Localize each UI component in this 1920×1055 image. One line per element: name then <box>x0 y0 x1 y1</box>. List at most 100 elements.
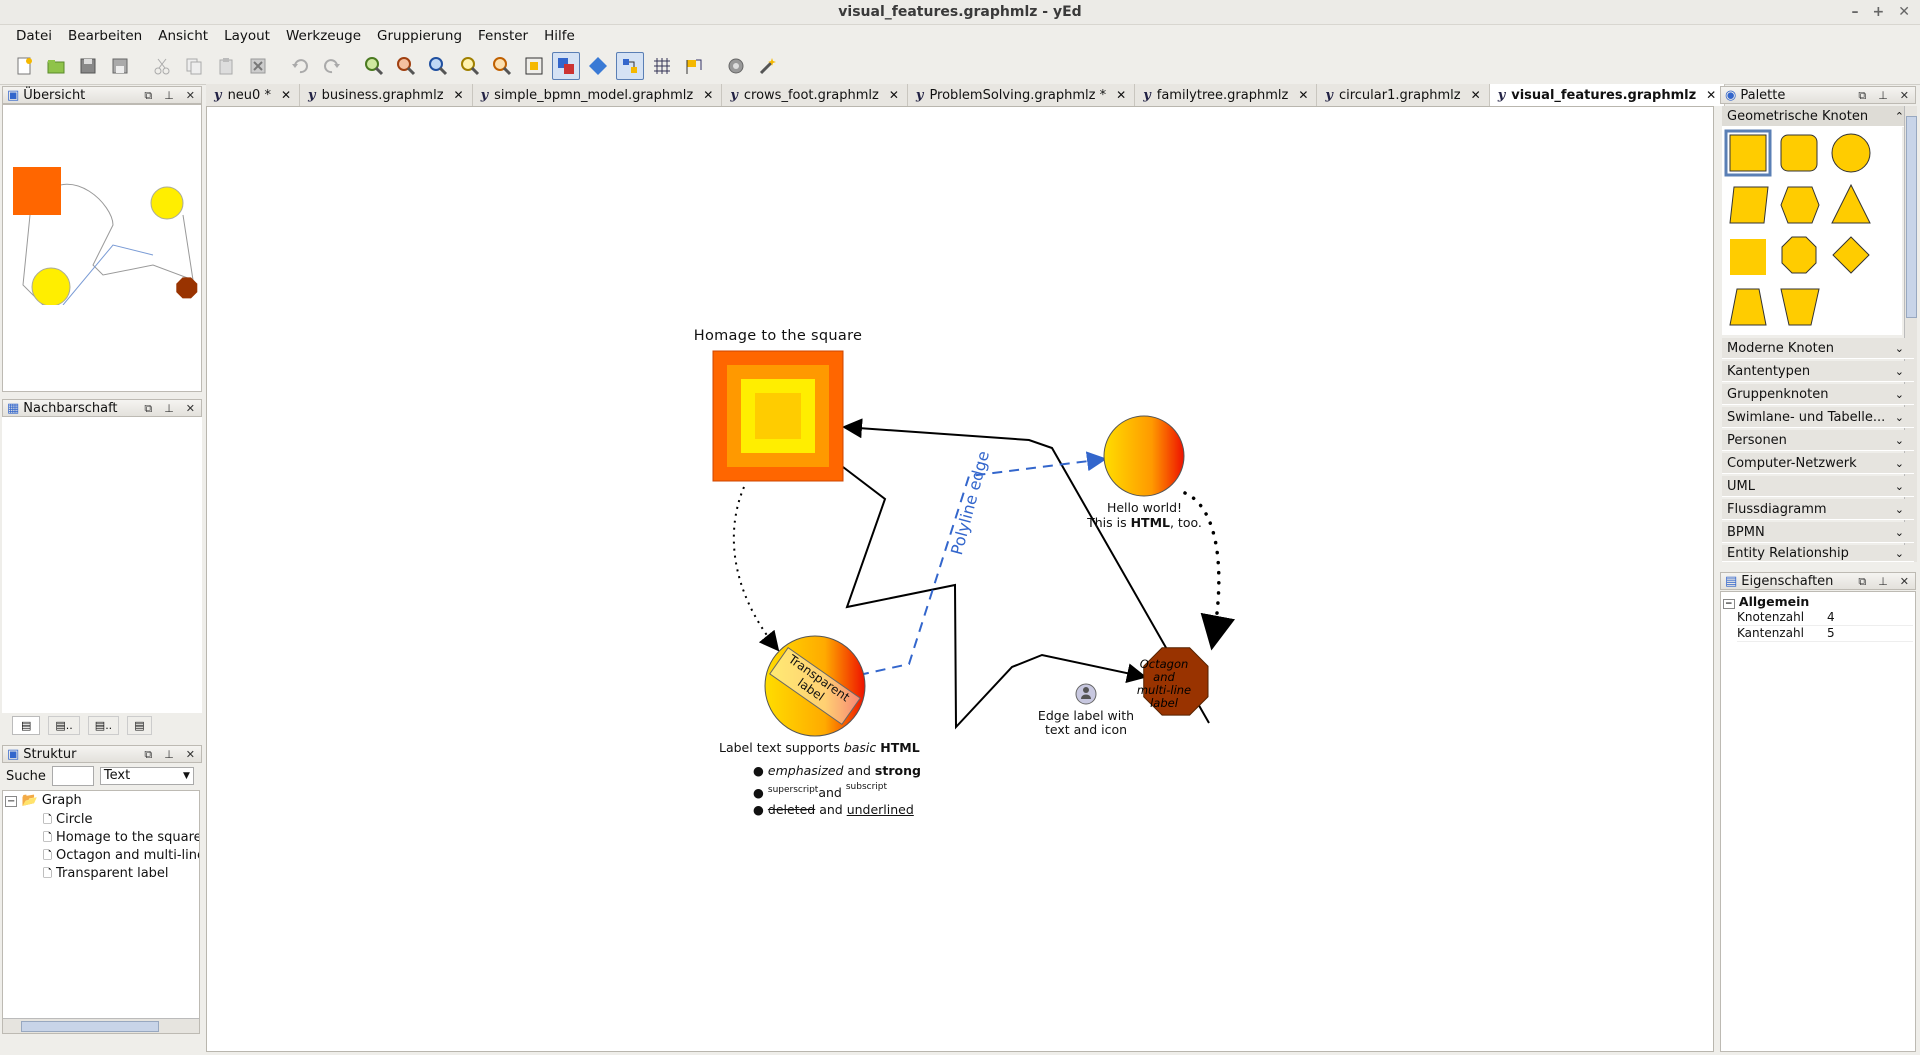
menu-ansicht[interactable]: Ansicht <box>158 28 209 44</box>
neighborhood-tab-icon[interactable]: ▤.. <box>48 715 80 735</box>
close-icon[interactable]: ✕ <box>1706 88 1717 102</box>
properties-group[interactable]: − Allgemein <box>1723 594 1809 609</box>
float-icon[interactable]: ⧉ <box>144 402 153 415</box>
float-icon[interactable]: ⧉ <box>1858 89 1867 102</box>
maximize-button[interactable]: + <box>1872 4 1885 20</box>
delete-icon[interactable] <box>244 52 272 80</box>
shape-rectangle[interactable] <box>1729 134 1767 172</box>
menu-datei[interactable]: Datei <box>16 28 53 44</box>
palette-section-10[interactable]: Entity Relationship⌄ <box>1722 545 1914 562</box>
palette-section-4[interactable]: Swimlane- und Tabelle...⌄ <box>1722 407 1914 428</box>
transparent-circle[interactable] <box>764 635 866 737</box>
neighborhood-tab-icon[interactable]: ▤ <box>12 715 41 735</box>
palette-section-2[interactable]: Kantentypen⌄ <box>1722 361 1914 382</box>
menu-layout[interactable]: Layout <box>224 28 270 44</box>
pin-icon[interactable]: ⊥ <box>164 402 174 415</box>
close-icon[interactable]: ✕ <box>888 88 899 102</box>
tree-item-homage[interactable]: 🗋 Homage to the square <box>43 829 199 848</box>
close-icon[interactable]: ✕ <box>1298 88 1309 102</box>
neighborhood-tab-icon[interactable]: ▤ <box>127 715 152 735</box>
zoom-in-icon[interactable] <box>360 52 388 80</box>
tree-root[interactable]: − 📂 Graph <box>5 793 82 808</box>
paste-icon[interactable] <box>212 52 240 80</box>
snap-icon[interactable] <box>616 52 644 80</box>
dotted-edge[interactable] <box>732 486 780 652</box>
overview-panel[interactable] <box>2 104 202 392</box>
collapse-icon[interactable]: − <box>1723 599 1735 609</box>
menu-bearbeiten[interactable]: Bearbeiten <box>68 28 143 44</box>
shape-trapezoid[interactable] <box>1729 288 1767 326</box>
polyline-edge[interactable] <box>858 451 1107 676</box>
menu-gruppierung[interactable]: Gruppierung <box>377 28 463 44</box>
shape-hexagon[interactable] <box>1780 186 1820 224</box>
close-icon[interactable]: ✕ <box>1899 89 1909 102</box>
scrollbar-thumb[interactable] <box>1906 116 1917 318</box>
flag-icon[interactable] <box>680 52 708 80</box>
fit-content-icon[interactable] <box>520 52 548 80</box>
close-icon[interactable]: ✕ <box>185 748 195 761</box>
menu-hilfe[interactable]: Hilfe <box>544 28 575 44</box>
cut-icon[interactable] <box>148 52 176 80</box>
save-as-icon[interactable] <box>106 52 134 80</box>
palette-section-3[interactable]: Gruppenknoten⌄ <box>1722 384 1914 405</box>
horizontal-scrollbar[interactable] <box>3 1018 199 1033</box>
zigzag-edge[interactable] <box>842 466 1147 730</box>
neighborhood-tab-icon[interactable]: ▤.. <box>87 715 120 735</box>
close-icon[interactable]: ✕ <box>453 88 464 102</box>
shape-diamond[interactable] <box>1832 236 1870 274</box>
shape-parallelogram[interactable] <box>1729 186 1769 224</box>
pin-icon[interactable]: ⊥ <box>1878 575 1888 588</box>
shape-rectangle-flat[interactable] <box>1730 239 1766 275</box>
palette-section-9[interactable]: BPMN⌄ <box>1722 522 1914 543</box>
zoom-original-icon[interactable] <box>456 52 484 80</box>
shape-triangle[interactable] <box>1831 183 1871 224</box>
close-icon[interactable]: ✕ <box>1116 88 1127 102</box>
close-window-button[interactable]: ✕ <box>1898 4 1910 20</box>
copy-icon[interactable] <box>180 52 208 80</box>
redo-icon[interactable] <box>318 52 346 80</box>
float-icon[interactable]: ⧉ <box>144 748 153 761</box>
scrollbar-thumb[interactable] <box>21 1021 159 1032</box>
float-icon[interactable]: ⧉ <box>144 89 153 102</box>
pin-icon[interactable]: ⊥ <box>164 89 174 102</box>
graph-canvas[interactable]: Homage to the square Hello world! This i… <box>206 106 1714 1052</box>
shape-rounded-rectangle[interactable] <box>1780 134 1818 172</box>
palette-section-8[interactable]: Flussdiagramm⌄ <box>1722 499 1914 520</box>
float-icon[interactable]: ⧉ <box>1858 575 1867 588</box>
palette-section-7[interactable]: UML⌄ <box>1722 476 1914 497</box>
grid-icon[interactable] <box>648 52 676 80</box>
filter-select[interactable]: Text ▼ <box>99 767 194 785</box>
shape-trapezoid-inverted[interactable] <box>1780 288 1820 326</box>
shape-ellipse[interactable] <box>1831 133 1871 173</box>
edit-mode-icon[interactable] <box>552 52 580 80</box>
minimize-button[interactable]: – <box>1851 4 1859 20</box>
open-icon[interactable] <box>42 52 70 80</box>
pin-icon[interactable]: ⊥ <box>1878 89 1888 102</box>
palette-section-5[interactable]: Personen⌄ <box>1722 430 1914 451</box>
diamond-icon[interactable] <box>584 52 612 80</box>
close-icon[interactable]: ✕ <box>185 402 195 415</box>
close-icon[interactable]: ✕ <box>1899 575 1909 588</box>
close-icon[interactable]: ✕ <box>280 88 292 102</box>
tree-item-circle[interactable]: 🗋 Circle <box>43 811 93 830</box>
shape-octagon[interactable] <box>1781 236 1817 274</box>
menu-werkzeuge[interactable]: Werkzeuge <box>285 28 362 44</box>
new-icon[interactable] <box>10 52 38 80</box>
zoom-out-icon[interactable] <box>392 52 420 80</box>
close-icon[interactable]: ✕ <box>185 89 195 102</box>
palette-section-1[interactable]: Moderne Knoten⌄ <box>1722 338 1914 359</box>
close-icon[interactable]: ✕ <box>703 88 714 102</box>
arrow-edge[interactable] <box>842 418 1210 724</box>
search-input[interactable] <box>51 766 94 786</box>
save-icon[interactable] <box>74 52 102 80</box>
structure-tree[interactable]: − 📂 Graph 🗋 Circle 🗋 Homage to the squar… <box>2 790 200 1034</box>
wand-icon[interactable] <box>754 52 782 80</box>
